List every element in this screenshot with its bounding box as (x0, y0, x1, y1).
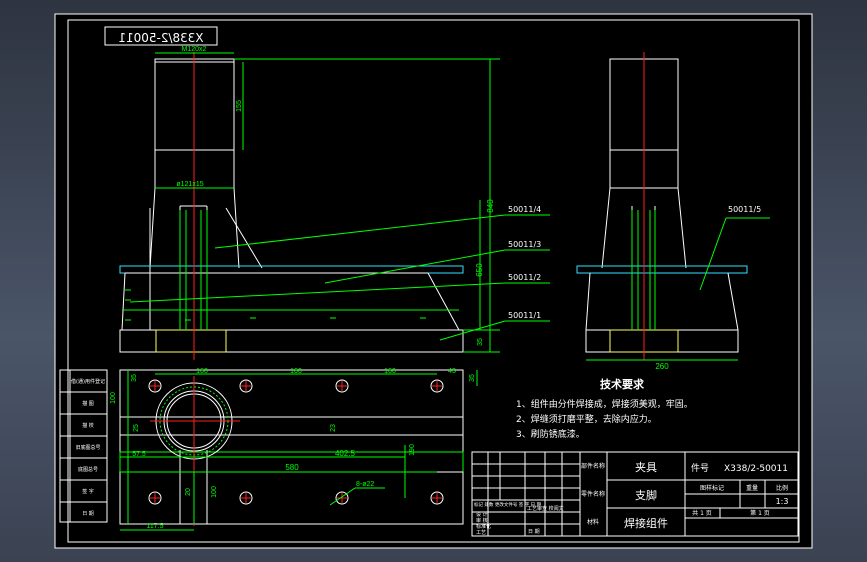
value-weld: 焊接组件 (624, 516, 668, 530)
sidebar-2: 描 校 (82, 422, 94, 429)
dim-23: 23 (330, 424, 337, 432)
dim-190: 190 (409, 444, 416, 456)
sign-2: 标准化 (476, 523, 491, 530)
tech-item-1: 1、组件由分件焊接成，焊接须美观，牢固。 (516, 398, 693, 410)
dim-35a: 35 (477, 338, 484, 346)
dim-57: 57.5 (132, 451, 146, 458)
dim-117: 117.5 (147, 523, 164, 530)
tech-item-2: 2、焊缝须打磨平整，去除内应力。 (516, 413, 657, 425)
label-weight: 重量 (746, 484, 758, 492)
sidebar-4: 底图总号 (78, 466, 98, 473)
sidebar-table (59, 369, 108, 523)
mirrored-number: X338/2-50011 (118, 31, 203, 45)
callout-5: 50011/5 (728, 205, 761, 214)
label-mark: 图样标记 (700, 484, 724, 492)
dim-43: 43 (448, 368, 456, 375)
label-part-number: 件号 (691, 462, 709, 474)
dim-260: 260 (655, 362, 669, 371)
dim-155: 155 (236, 100, 243, 112)
dim-8holes: 8-ø22 (356, 481, 374, 488)
callout-2: 50011/2 (508, 273, 541, 282)
number-box (104, 26, 218, 46)
sidebar-1: 描 图 (82, 400, 94, 407)
dim-m120: M120x2 (182, 46, 207, 53)
sidebar-0: 借(通)用件登记 (71, 378, 105, 385)
dim-650: 650 (475, 263, 484, 277)
value-part: 夹具 (635, 461, 657, 474)
tech-title: 技术要求 (600, 377, 645, 391)
sidebar-6: 日 期 (82, 511, 94, 517)
dim-20: 20 (185, 488, 192, 496)
dim-402: 402.5 (335, 449, 356, 458)
date-label: 日 期 (528, 529, 540, 535)
tech-review: 工艺审查 校阅文 (527, 505, 564, 512)
dim-160a: 160 (196, 368, 208, 375)
dim-35c: 35 (131, 374, 138, 382)
label-weld: 材料 (587, 518, 599, 526)
sign-3: 工艺 (476, 530, 486, 536)
sign-1: 审 核 (476, 517, 488, 524)
dim-160b: 160 (290, 368, 302, 375)
dim-840: 840 (486, 199, 495, 213)
title-block (471, 451, 799, 537)
dim-35b: 35 (469, 374, 476, 382)
dim-580: 580 (285, 463, 299, 472)
callout-4: 50011/4 (508, 205, 541, 214)
dim-160c: 160 (384, 368, 396, 375)
dim-121: ø121x15 (176, 181, 203, 188)
sidebar-5: 签 字 (82, 488, 94, 495)
rev-row: 标记 处数 更改文件号 签 字 日 期 (474, 501, 542, 508)
dim-100b: 100 (211, 486, 218, 498)
callout-1: 50011/1 (508, 311, 541, 320)
sidebar-3: 旧底图总号 (75, 444, 100, 451)
sheet (54, 13, 813, 549)
front-view (119, 52, 550, 360)
sheet-total: 共 1 页 (692, 509, 712, 517)
value-comp: 支脚 (635, 488, 657, 502)
tech-item-3: 3、刷防锈底漆。 (516, 428, 585, 440)
top-view (119, 369, 478, 531)
label-comp: 零件名称 (581, 490, 605, 498)
scale-value: 1:3 (776, 497, 789, 506)
label-part: 部件名称 (581, 462, 605, 470)
callout-3: 50011/3 (508, 240, 541, 249)
sign-0: 设 计 (476, 511, 488, 518)
inner-frame (67, 19, 800, 543)
part-number: X338/2-50011 (724, 464, 788, 474)
sheet-current: 第 1 页 (750, 509, 770, 517)
label-scale: 比例 (776, 484, 788, 492)
dim-25: 25 (133, 424, 140, 432)
dim-100a: 100 (110, 392, 117, 404)
side-view (576, 52, 770, 361)
